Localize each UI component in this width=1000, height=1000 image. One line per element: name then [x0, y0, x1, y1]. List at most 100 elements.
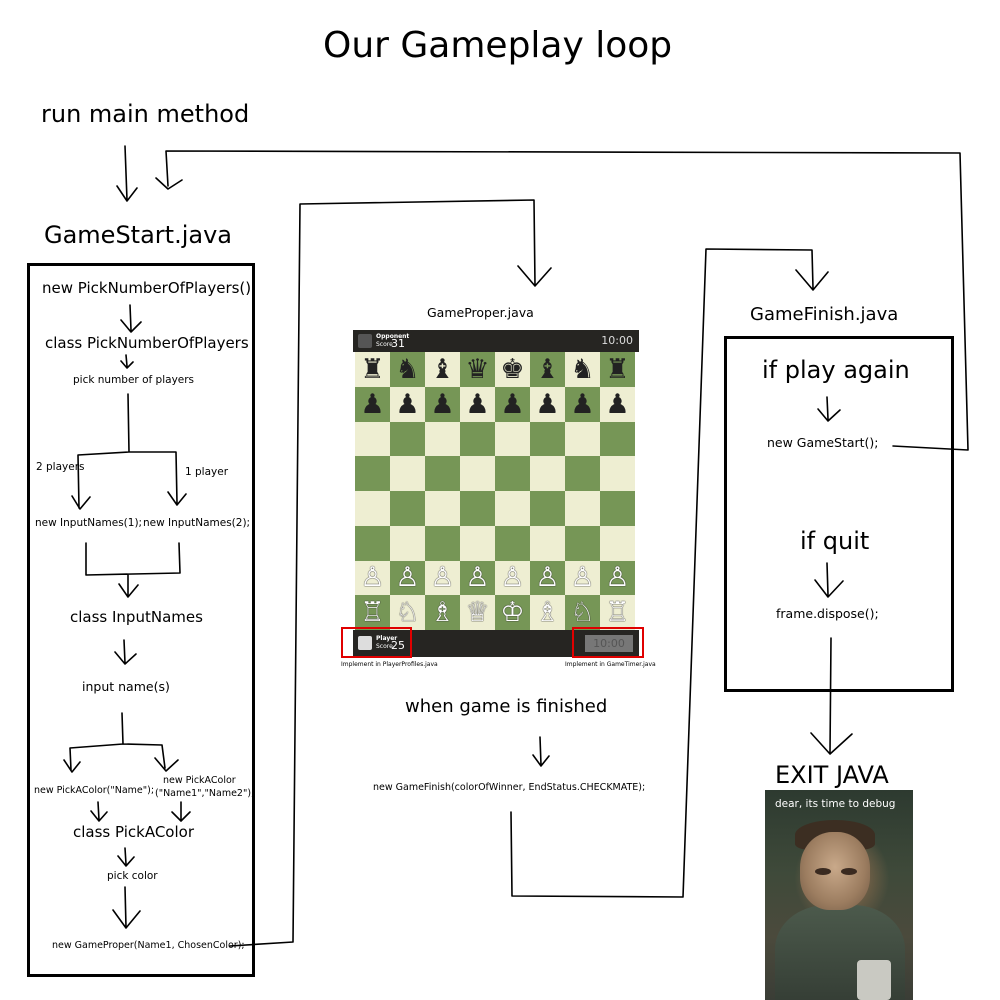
white-piece-icon: ♙ [570, 562, 595, 594]
board-square: ♝ [425, 352, 460, 387]
gs-pick-color-multi-1: new PickAColor [163, 775, 236, 786]
arrow-gs-3 [114, 639, 137, 665]
gamefinish-heading: GameFinish.java [750, 304, 899, 325]
board-square [390, 491, 425, 526]
arrow-gs-2 [120, 354, 134, 369]
gs-class-input-names: class InputNames [70, 608, 203, 626]
white-piece-icon: ♙ [360, 562, 385, 594]
arrow-gs-5 [171, 801, 191, 822]
white-piece-icon: ♕ [465, 597, 490, 629]
black-piece-icon: ♟ [605, 388, 630, 420]
board-square [460, 456, 495, 491]
black-piece-icon: ♟ [570, 388, 595, 420]
opponent-clock: 10:00 [601, 334, 633, 347]
arrow-gf-1 [817, 396, 841, 422]
gs-class-pick-color: class PickAColor [73, 823, 194, 841]
gs-one-player: 1 player [185, 466, 229, 478]
board-square [530, 525, 565, 561]
board-square: ♝ [530, 352, 565, 387]
board-square [425, 491, 460, 526]
gs-new-pick-players: new PickNumberOfPlayers(); [42, 279, 257, 297]
meme-eye-right [841, 868, 857, 875]
player-label: Player [376, 635, 398, 642]
gamestart-box [27, 263, 255, 977]
white-piece-icon: ♗ [535, 597, 560, 629]
board-square: ♙ [530, 560, 565, 596]
board-square: ♖ [600, 595, 635, 630]
opponent-score: 31 [391, 337, 405, 350]
board-square [530, 421, 565, 457]
debug-meme-image: dear, its time to debug [765, 790, 913, 1000]
board-square [600, 421, 635, 457]
meme-mug [857, 960, 891, 1000]
board-square: ♟ [565, 386, 600, 422]
highlight-player-profile [341, 627, 412, 658]
player-avatar [358, 636, 372, 650]
white-piece-icon: ♙ [500, 562, 525, 594]
black-piece-icon: ♞ [570, 353, 595, 385]
white-piece-icon: ♔ [500, 597, 525, 629]
arrow-gp-to-gf [510, 248, 829, 898]
gp-new-game-finish: new GameFinish(colorOfWinner, EndStatus.… [373, 782, 646, 793]
board-square: ♙ [390, 560, 425, 596]
board-square [355, 525, 390, 561]
black-piece-icon: ♟ [465, 388, 490, 420]
gf-frame-dispose: frame.dispose(); [776, 606, 879, 621]
board-square: ♙ [425, 560, 460, 596]
player-bar: Player Score 25 10:00 [353, 630, 639, 657]
run-main-label: run main method [41, 100, 250, 128]
gs-input-names-1: new InputNames(1); [35, 517, 143, 529]
gamefinish-box [724, 336, 954, 692]
player-clock: 10:00 [585, 635, 633, 652]
black-piece-icon: ♞ [395, 353, 420, 385]
opponent-avatar [358, 334, 372, 348]
black-piece-icon: ♟ [500, 388, 525, 420]
opponent-label: Opponent [376, 333, 410, 340]
arrow-gs-split2 [63, 712, 179, 773]
board-square [355, 456, 390, 491]
board-square: ♚ [495, 352, 530, 387]
arrow-gs-4 [90, 801, 108, 822]
arrow-gs-7 [112, 886, 141, 929]
opponent-bar: Opponent Score 31 10:00 [353, 330, 639, 352]
gs-pick-color: pick color [107, 870, 158, 882]
board-square [565, 525, 600, 561]
board-square: ♕ [460, 595, 495, 630]
board-square [460, 491, 495, 526]
gs-pick-color-single: new PickAColor("Name"); [34, 785, 155, 796]
board-square: ♔ [495, 595, 530, 630]
board-square: ♟ [390, 386, 425, 422]
board-square: ♟ [425, 386, 460, 422]
arrow-gs-to-gp [229, 199, 552, 947]
gs-pick-color-multi-2: ("Name1","Name2"); [155, 788, 255, 799]
black-piece-icon: ♝ [535, 353, 560, 385]
board-square [425, 421, 460, 457]
meme-eye-left [815, 868, 831, 875]
gs-input-names-2: new InputNames(2); [143, 517, 251, 529]
white-piece-icon: ♙ [465, 562, 490, 594]
white-piece-icon: ♘ [570, 597, 595, 629]
board-square [355, 491, 390, 526]
board-square: ♘ [390, 595, 425, 630]
board-square: ♛ [460, 352, 495, 387]
gs-two-players: 2 players [36, 461, 85, 473]
board-square [600, 491, 635, 526]
black-piece-icon: ♟ [360, 388, 385, 420]
board-square [390, 525, 425, 561]
meme-figure-face [800, 832, 870, 910]
black-piece-icon: ♝ [430, 353, 455, 385]
meme-caption: dear, its time to debug [775, 798, 896, 810]
white-piece-icon: ♙ [605, 562, 630, 594]
gs-pick-number: pick number of players [73, 374, 195, 386]
board-square [600, 525, 635, 561]
when-finished-label: when game is finished [405, 696, 608, 717]
arrow-gs-6 [117, 847, 135, 867]
chess-game-screenshot: Opponent Score 31 10:00 ♜♞♝♛♚♝♞♜♟♟♟♟♟♟♟♟… [353, 330, 639, 657]
board-square: ♙ [565, 560, 600, 596]
board-square [495, 456, 530, 491]
white-piece-icon: ♗ [430, 597, 455, 629]
board-square [460, 421, 495, 457]
white-piece-icon: ♙ [535, 562, 560, 594]
board-square: ♞ [390, 352, 425, 387]
